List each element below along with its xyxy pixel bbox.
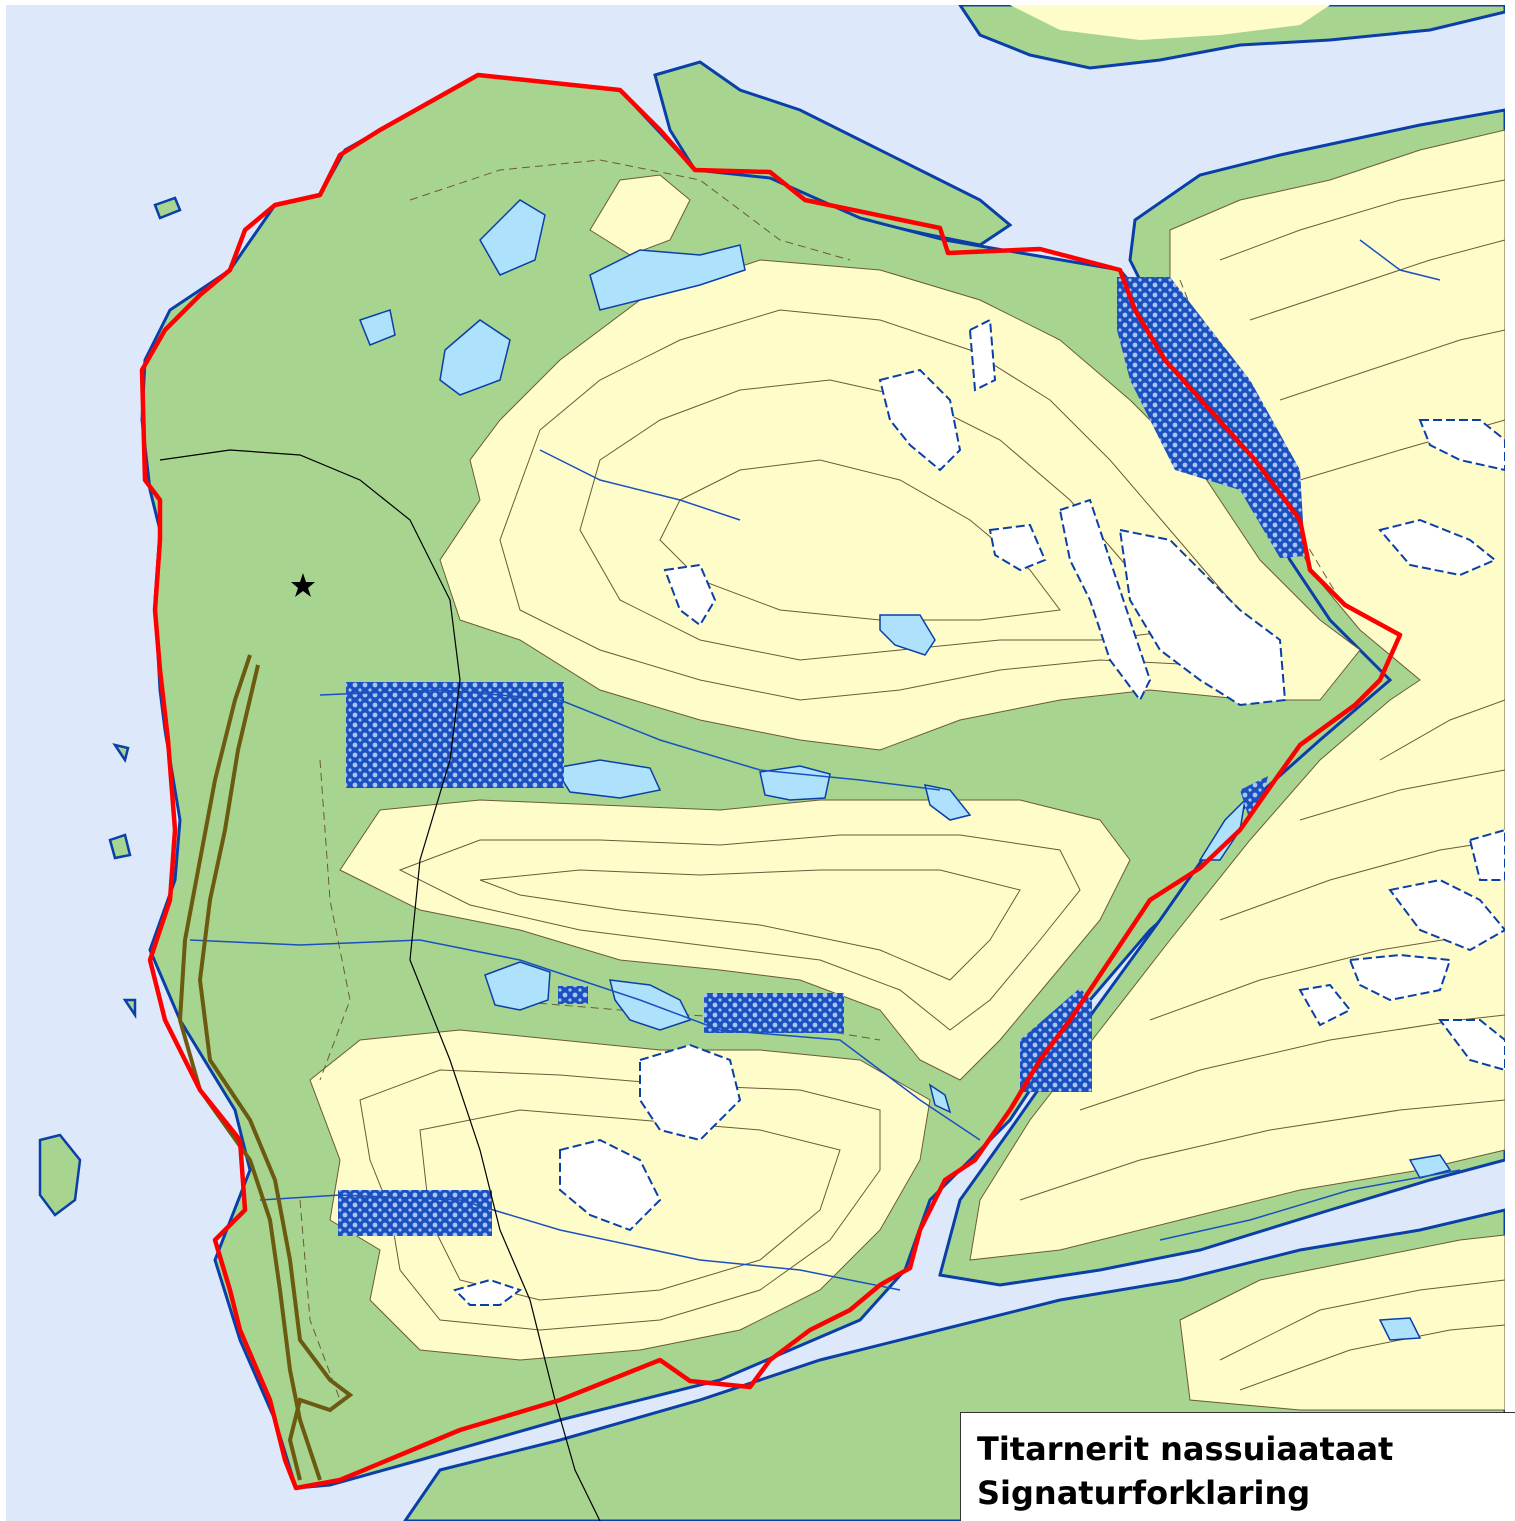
- map-area[interactable]: [6, 5, 1505, 1521]
- area-boundary: [139, 72, 1403, 1491]
- highland-south-mainland: [1179, 1234, 1505, 1411]
- rivers: [189, 239, 1461, 1291]
- star-marker: [291, 573, 315, 597]
- offshore-islands: [38, 196, 182, 1217]
- lakes: [359, 199, 1452, 1341]
- legend-title-greenlandic: Titarnerit nassuiaataat: [977, 1430, 1394, 1468]
- glaciers: [453, 318, 1505, 1306]
- legend-title-danish: Signaturforklaring: [977, 1474, 1311, 1512]
- survey-line: [159, 449, 601, 1521]
- topographic-map[interactable]: [6, 5, 1505, 1521]
- highland-north-island: [1010, 5, 1330, 40]
- legend-box: Titarnerit nassuiaataat Signaturforklari…: [960, 1412, 1515, 1521]
